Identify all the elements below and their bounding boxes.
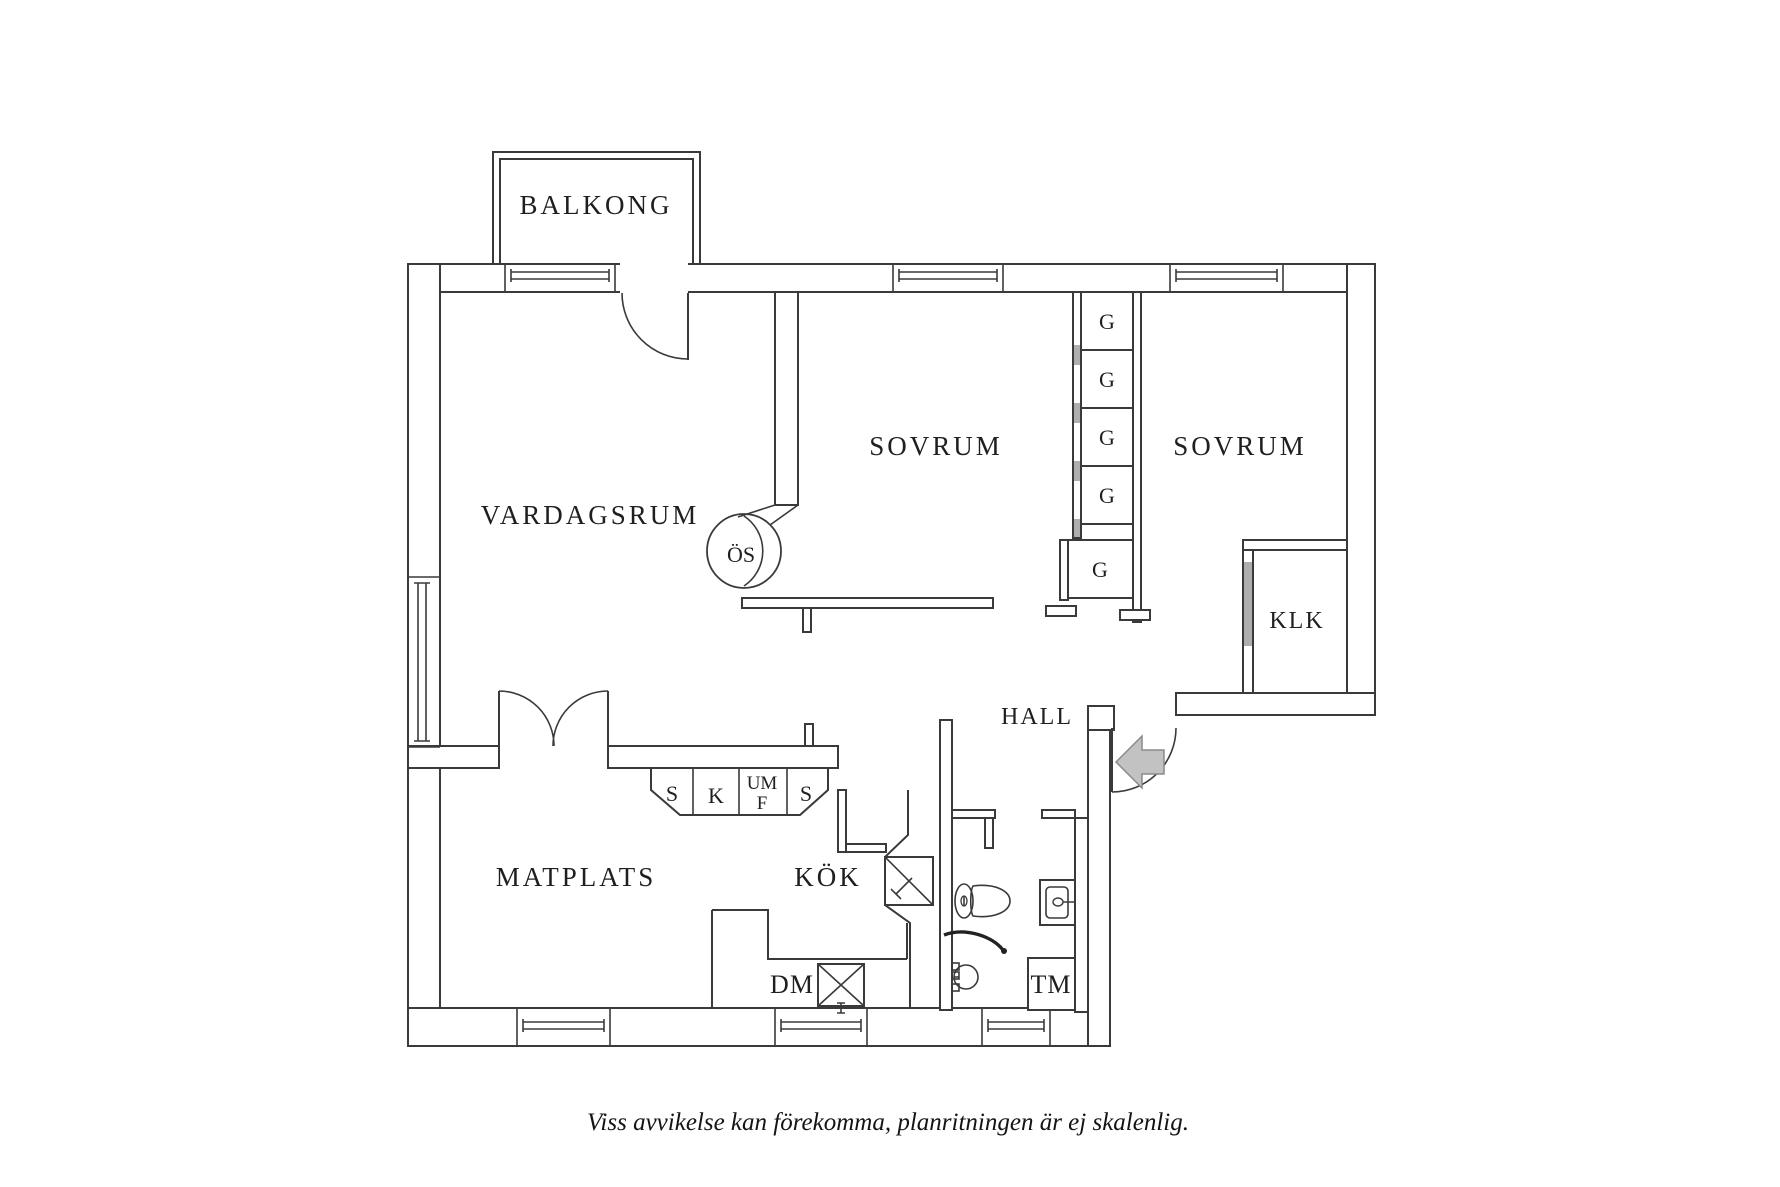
wardrobe-label: G [1099, 425, 1115, 450]
wardrobe-label: G [1092, 557, 1108, 582]
balcony [492, 151, 701, 265]
washing-machine [1027, 957, 1076, 1011]
cabinet-row [650, 767, 829, 816]
toilet-icon [954, 883, 1011, 919]
double-door [498, 690, 609, 747]
wardrobe-label: G [1099, 483, 1115, 508]
cabinet-label-f: F [757, 793, 768, 814]
cabinet-label-um: UM [747, 773, 778, 794]
sink-icon [817, 963, 865, 1014]
window [516, 1008, 611, 1046]
wardrobes [1067, 291, 1134, 599]
fixture-label-os: ÖS [727, 542, 755, 567]
cabinet-label-s2: S [800, 781, 812, 806]
window [981, 1008, 1051, 1046]
room-label-sovrum-2: SOVRUM [1173, 431, 1307, 461]
window [774, 1008, 868, 1046]
window [504, 264, 616, 292]
interior-walls [407, 291, 1348, 1013]
window [1169, 264, 1284, 292]
window [408, 576, 440, 748]
shower-icon [943, 930, 1007, 954]
round-sink-icon [951, 962, 979, 992]
bathroom-fittings [943, 879, 1076, 1011]
windows [408, 264, 1284, 1046]
fixture-label-dm: DM [770, 970, 814, 999]
cabinet-label-k: K [708, 783, 724, 808]
room-label-kok: KÖK [794, 862, 862, 892]
stove-icon [884, 790, 934, 1008]
room-label-vardagsrum: VARDAGSRUM [481, 500, 700, 530]
washbasin-icon [1039, 879, 1076, 926]
wardrobe-label: G [1099, 309, 1115, 334]
entry-arrow-icon [1114, 734, 1165, 790]
window [892, 264, 1004, 292]
kitchen-fittings [650, 767, 934, 1014]
cabinet-label-s1: S [666, 781, 678, 806]
klk-sliding-door [1244, 562, 1252, 646]
wardrobe-label: G [1099, 367, 1115, 392]
fixture-label-tm: TM [1031, 970, 1072, 999]
doors [498, 263, 1252, 793]
fireplace [706, 504, 799, 589]
sliding-doors [1074, 345, 1252, 646]
balcony-door [621, 292, 689, 360]
room-label-hall: HALL [1001, 704, 1073, 730]
labels: BALKONG VARDAGSRUM SOVRUM SOVRUM KLK HAL… [481, 190, 1324, 1136]
disclaimer-caption: Viss avvikelse kan förekomma, planritnin… [587, 1109, 1189, 1136]
room-label-klk: KLK [1269, 608, 1324, 634]
entry-door [1111, 727, 1177, 793]
room-label-matplats: MATPLATS [496, 862, 657, 892]
room-label-balkong: BALKONG [520, 190, 673, 220]
room-label-sovrum-1: SOVRUM [869, 431, 1003, 461]
exterior-walls [407, 263, 1376, 1047]
